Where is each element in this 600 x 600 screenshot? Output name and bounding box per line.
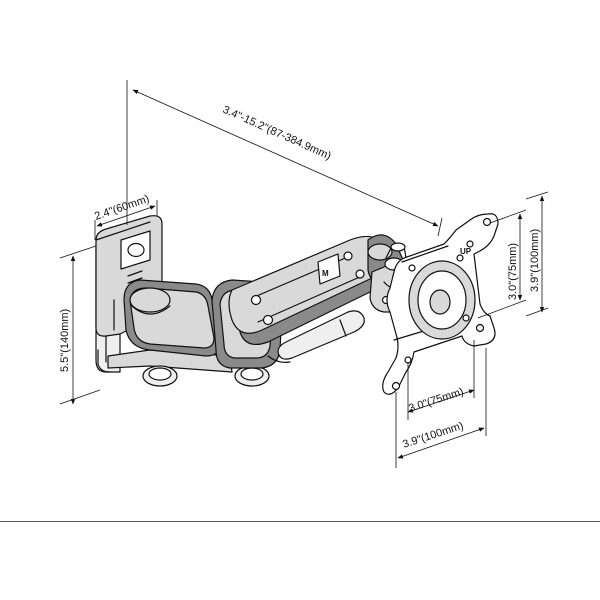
dimension-vesa-horizontal-small: 3.0"(75mm) bbox=[407, 340, 475, 420]
vesa-up-mark: UP bbox=[460, 247, 472, 256]
upper-arm: M bbox=[228, 234, 405, 360]
vesa-plate: UP bbox=[382, 213, 499, 395]
wall-plate-height-label: 5.5"(140mm) bbox=[59, 309, 71, 372]
wall-plate-hole bbox=[127, 242, 145, 258]
lower-arm bbox=[107, 279, 270, 387]
dimension-wall-plate-height: 5.5"(140mm) bbox=[59, 245, 101, 405]
dimension-vesa-vertical-large: 3.9"(100mm) bbox=[525, 191, 549, 317]
vesa-vertical-small-label: 3.0"(75mm) bbox=[507, 243, 519, 300]
vesa-horizontal-small-label: 3.0"(75mm) bbox=[407, 386, 465, 415]
footer-divider bbox=[0, 521, 600, 522]
arm-logo: M bbox=[322, 269, 329, 278]
arm-extension-label: 3.4"-15.2"(87-384.9mm) bbox=[221, 104, 333, 163]
vesa-vertical-large-label: 3.9"(100mm) bbox=[529, 229, 541, 292]
dimension-vesa-vertical-small: 3.0"(75mm) bbox=[477, 209, 527, 319]
vesa-horizontal-large-label: 3.9"(100mm) bbox=[401, 420, 465, 451]
dimension-arm-extension: 3.4"-15.2"(87-384.9mm) bbox=[126, 80, 443, 237]
